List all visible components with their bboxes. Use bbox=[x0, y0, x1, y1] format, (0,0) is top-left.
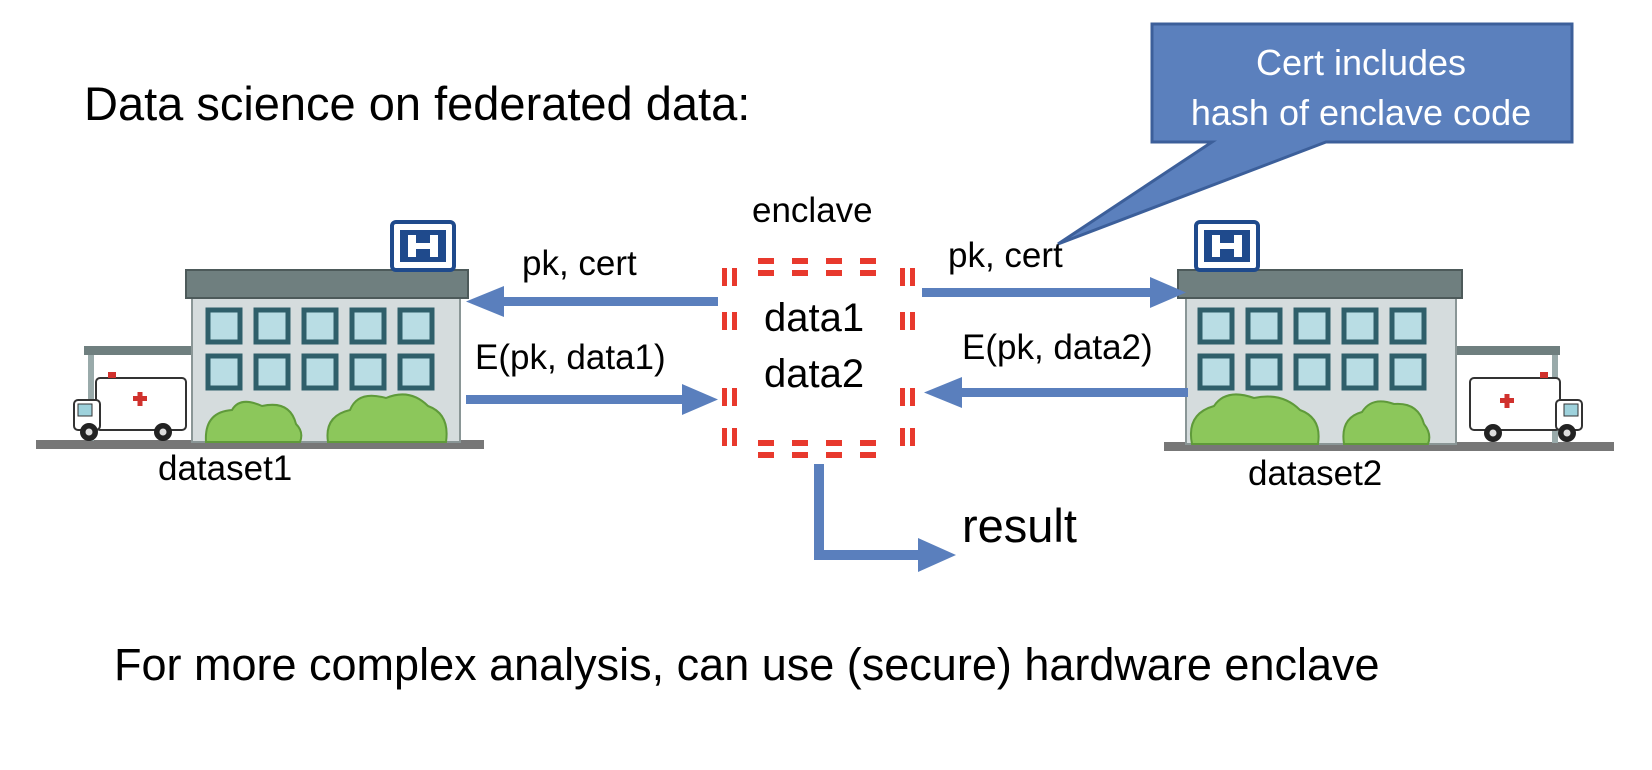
result-label: result bbox=[962, 499, 1077, 552]
arrow-to-dataset2 bbox=[922, 277, 1186, 308]
ambulance-icon bbox=[73, 372, 187, 441]
bush bbox=[1190, 393, 1431, 445]
enclave-content-data2: data2 bbox=[764, 352, 865, 396]
arrow-from-dataset1 bbox=[466, 384, 718, 415]
footer-caption: For more complex analysis, can use (secu… bbox=[114, 639, 1380, 690]
arrow-to-dataset1 bbox=[466, 286, 718, 317]
callout-line: Cert includes bbox=[1255, 42, 1467, 83]
arrow-label-to-dataset1: pk, cert bbox=[522, 244, 637, 283]
hospital-sign bbox=[1194, 220, 1260, 272]
callout-line: hash of enclave code bbox=[1190, 92, 1532, 133]
bush bbox=[204, 393, 448, 443]
ground-line bbox=[36, 440, 484, 449]
arrow-label-from-dataset1: E(pk, data1) bbox=[475, 338, 666, 377]
hospital-dataset2 bbox=[1164, 220, 1614, 451]
building-roof bbox=[185, 269, 469, 299]
enclave-content-data1: data1 bbox=[764, 296, 865, 340]
arrow-from-dataset2 bbox=[924, 377, 1188, 408]
enclave-label: enclave bbox=[752, 191, 873, 230]
callout-text: Cert includes hash of enclave code bbox=[1152, 38, 1570, 138]
enclave-boundary bbox=[722, 258, 915, 458]
window-grid bbox=[1197, 307, 1427, 391]
building-roof bbox=[1177, 269, 1463, 299]
hospital-dataset1 bbox=[36, 220, 484, 449]
page-title: Data science on federated data: bbox=[84, 77, 751, 130]
arrow-to-result bbox=[814, 464, 956, 572]
callout bbox=[1057, 22, 1574, 246]
ambulance-icon bbox=[1469, 372, 1583, 442]
hospital-sign bbox=[390, 220, 456, 272]
ambulance-bay-roof bbox=[1440, 346, 1560, 355]
callout-shape bbox=[1057, 22, 1574, 246]
ambulance-bay-post bbox=[88, 355, 94, 441]
window-grid bbox=[205, 307, 435, 391]
arrow-label-from-dataset2: E(pk, data2) bbox=[962, 328, 1153, 367]
dataset2-label: dataset2 bbox=[1248, 454, 1383, 493]
ground-line bbox=[1164, 442, 1614, 451]
dataset1-label: dataset1 bbox=[158, 449, 293, 488]
arrow-label-to-dataset2: pk, cert bbox=[948, 236, 1063, 275]
ambulance-bay-roof bbox=[84, 346, 196, 355]
